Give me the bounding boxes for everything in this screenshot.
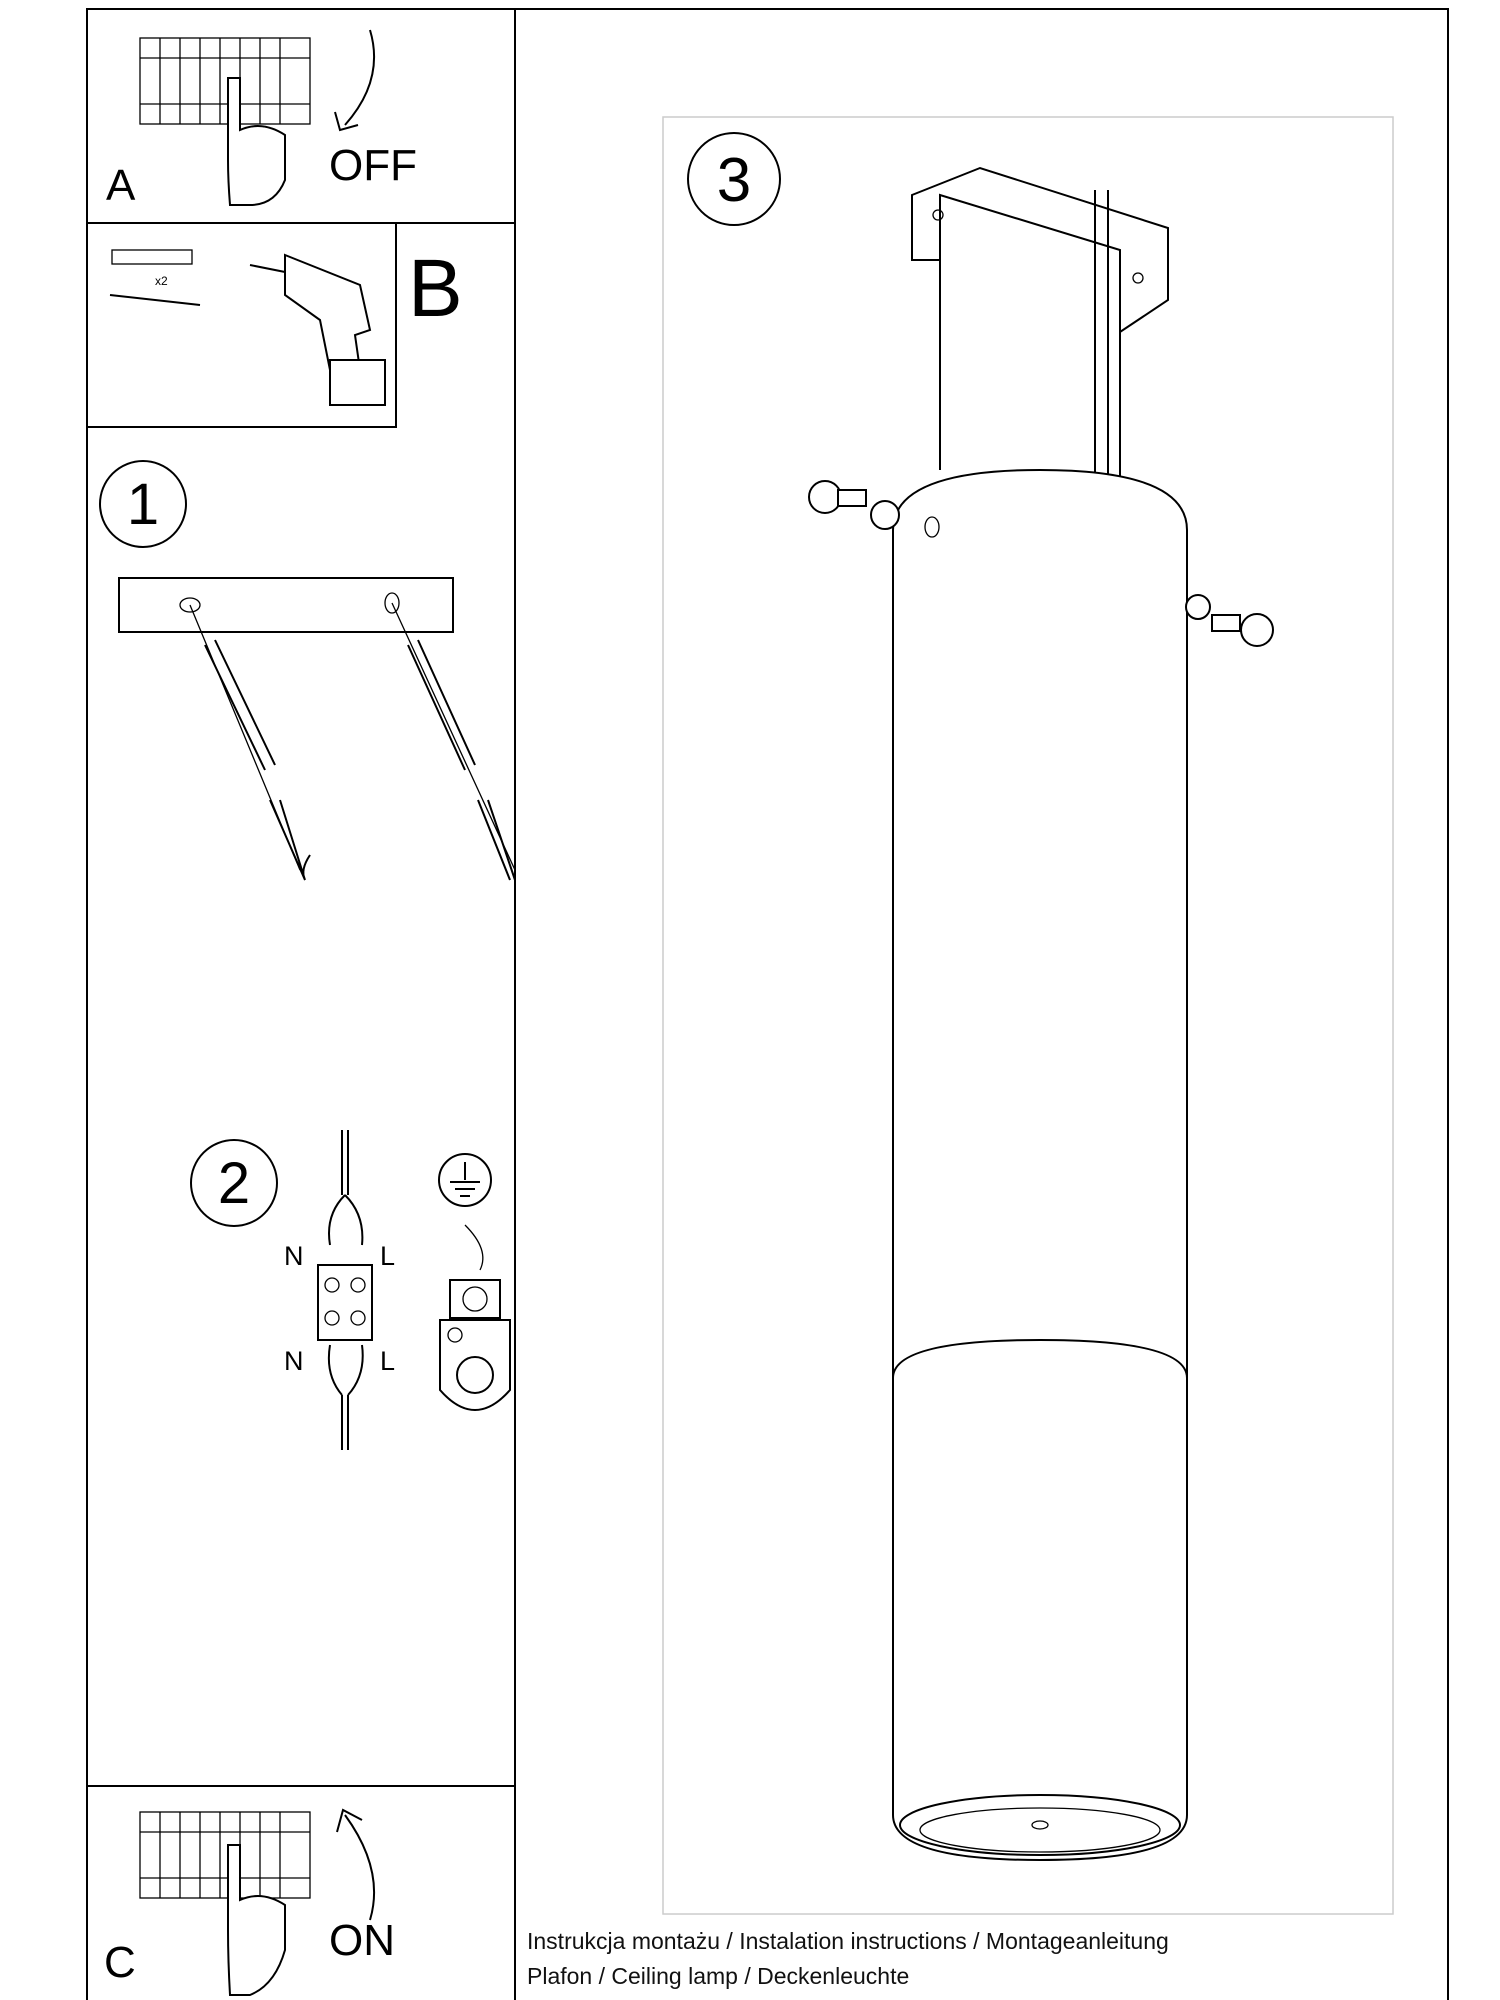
step-b-label: B: [408, 243, 463, 334]
circuit-breaker-icon: [139, 37, 311, 125]
step-c-panel: C ON: [87, 1785, 515, 1996]
screw-left-icon: [808, 480, 900, 530]
ground-terminal-icon: [439, 1279, 511, 1411]
wall-plug-icon: [111, 249, 193, 265]
terminal-block-icon: [317, 1130, 373, 1450]
ceiling-bracket: [911, 166, 1169, 480]
footer-title: Instrukcja montażu / Instalation instruc…: [527, 1928, 1169, 1954]
screw-icon: [109, 294, 201, 306]
off-label: OFF: [329, 141, 417, 190]
screw-and-plug-right: [391, 602, 516, 881]
power-cable: [1094, 190, 1109, 485]
step-2-label: 2: [218, 1151, 250, 1216]
drill-icon: [249, 253, 386, 406]
ground-symbol-icon: [438, 1153, 492, 1207]
arrow-down-icon: [334, 29, 376, 132]
mounting-bar: [118, 577, 454, 633]
step-c-label: C: [104, 1938, 136, 1987]
step-1: 1: [99, 460, 516, 881]
outer-frame: [86, 8, 1449, 2000]
neutral-top-label: N: [284, 1241, 304, 1271]
neutral-bottom-label: N: [284, 1346, 304, 1376]
lamp-body: [892, 468, 1188, 1862]
screw-and-plug-left: [189, 604, 311, 881]
step-3-panel: 3: [662, 116, 1394, 1915]
screw-right-icon: [1185, 594, 1274, 647]
ground-wire: [464, 1224, 484, 1271]
hand-icon: [227, 77, 286, 206]
step-b-panel: x2 B: [86, 222, 463, 428]
on-label: ON: [329, 1916, 395, 1965]
step-a-label: A: [106, 161, 136, 210]
step-1-label: 1: [127, 472, 159, 537]
step-a-panel: A OFF: [86, 8, 516, 224]
hand-icon: [227, 1844, 286, 1996]
footer-subtitle: Plafon / Ceiling lamp / Deckenleuchte: [527, 1963, 910, 1989]
quantity-label: x2: [155, 274, 168, 288]
step-2: 2 N L N L: [190, 1130, 511, 1450]
step-3-label: 3: [717, 146, 751, 215]
live-bottom-label: L: [380, 1346, 395, 1376]
live-top-label: L: [380, 1241, 395, 1271]
arrow-up-icon: [336, 1808, 376, 1921]
circuit-breaker-icon: [139, 1811, 311, 1899]
